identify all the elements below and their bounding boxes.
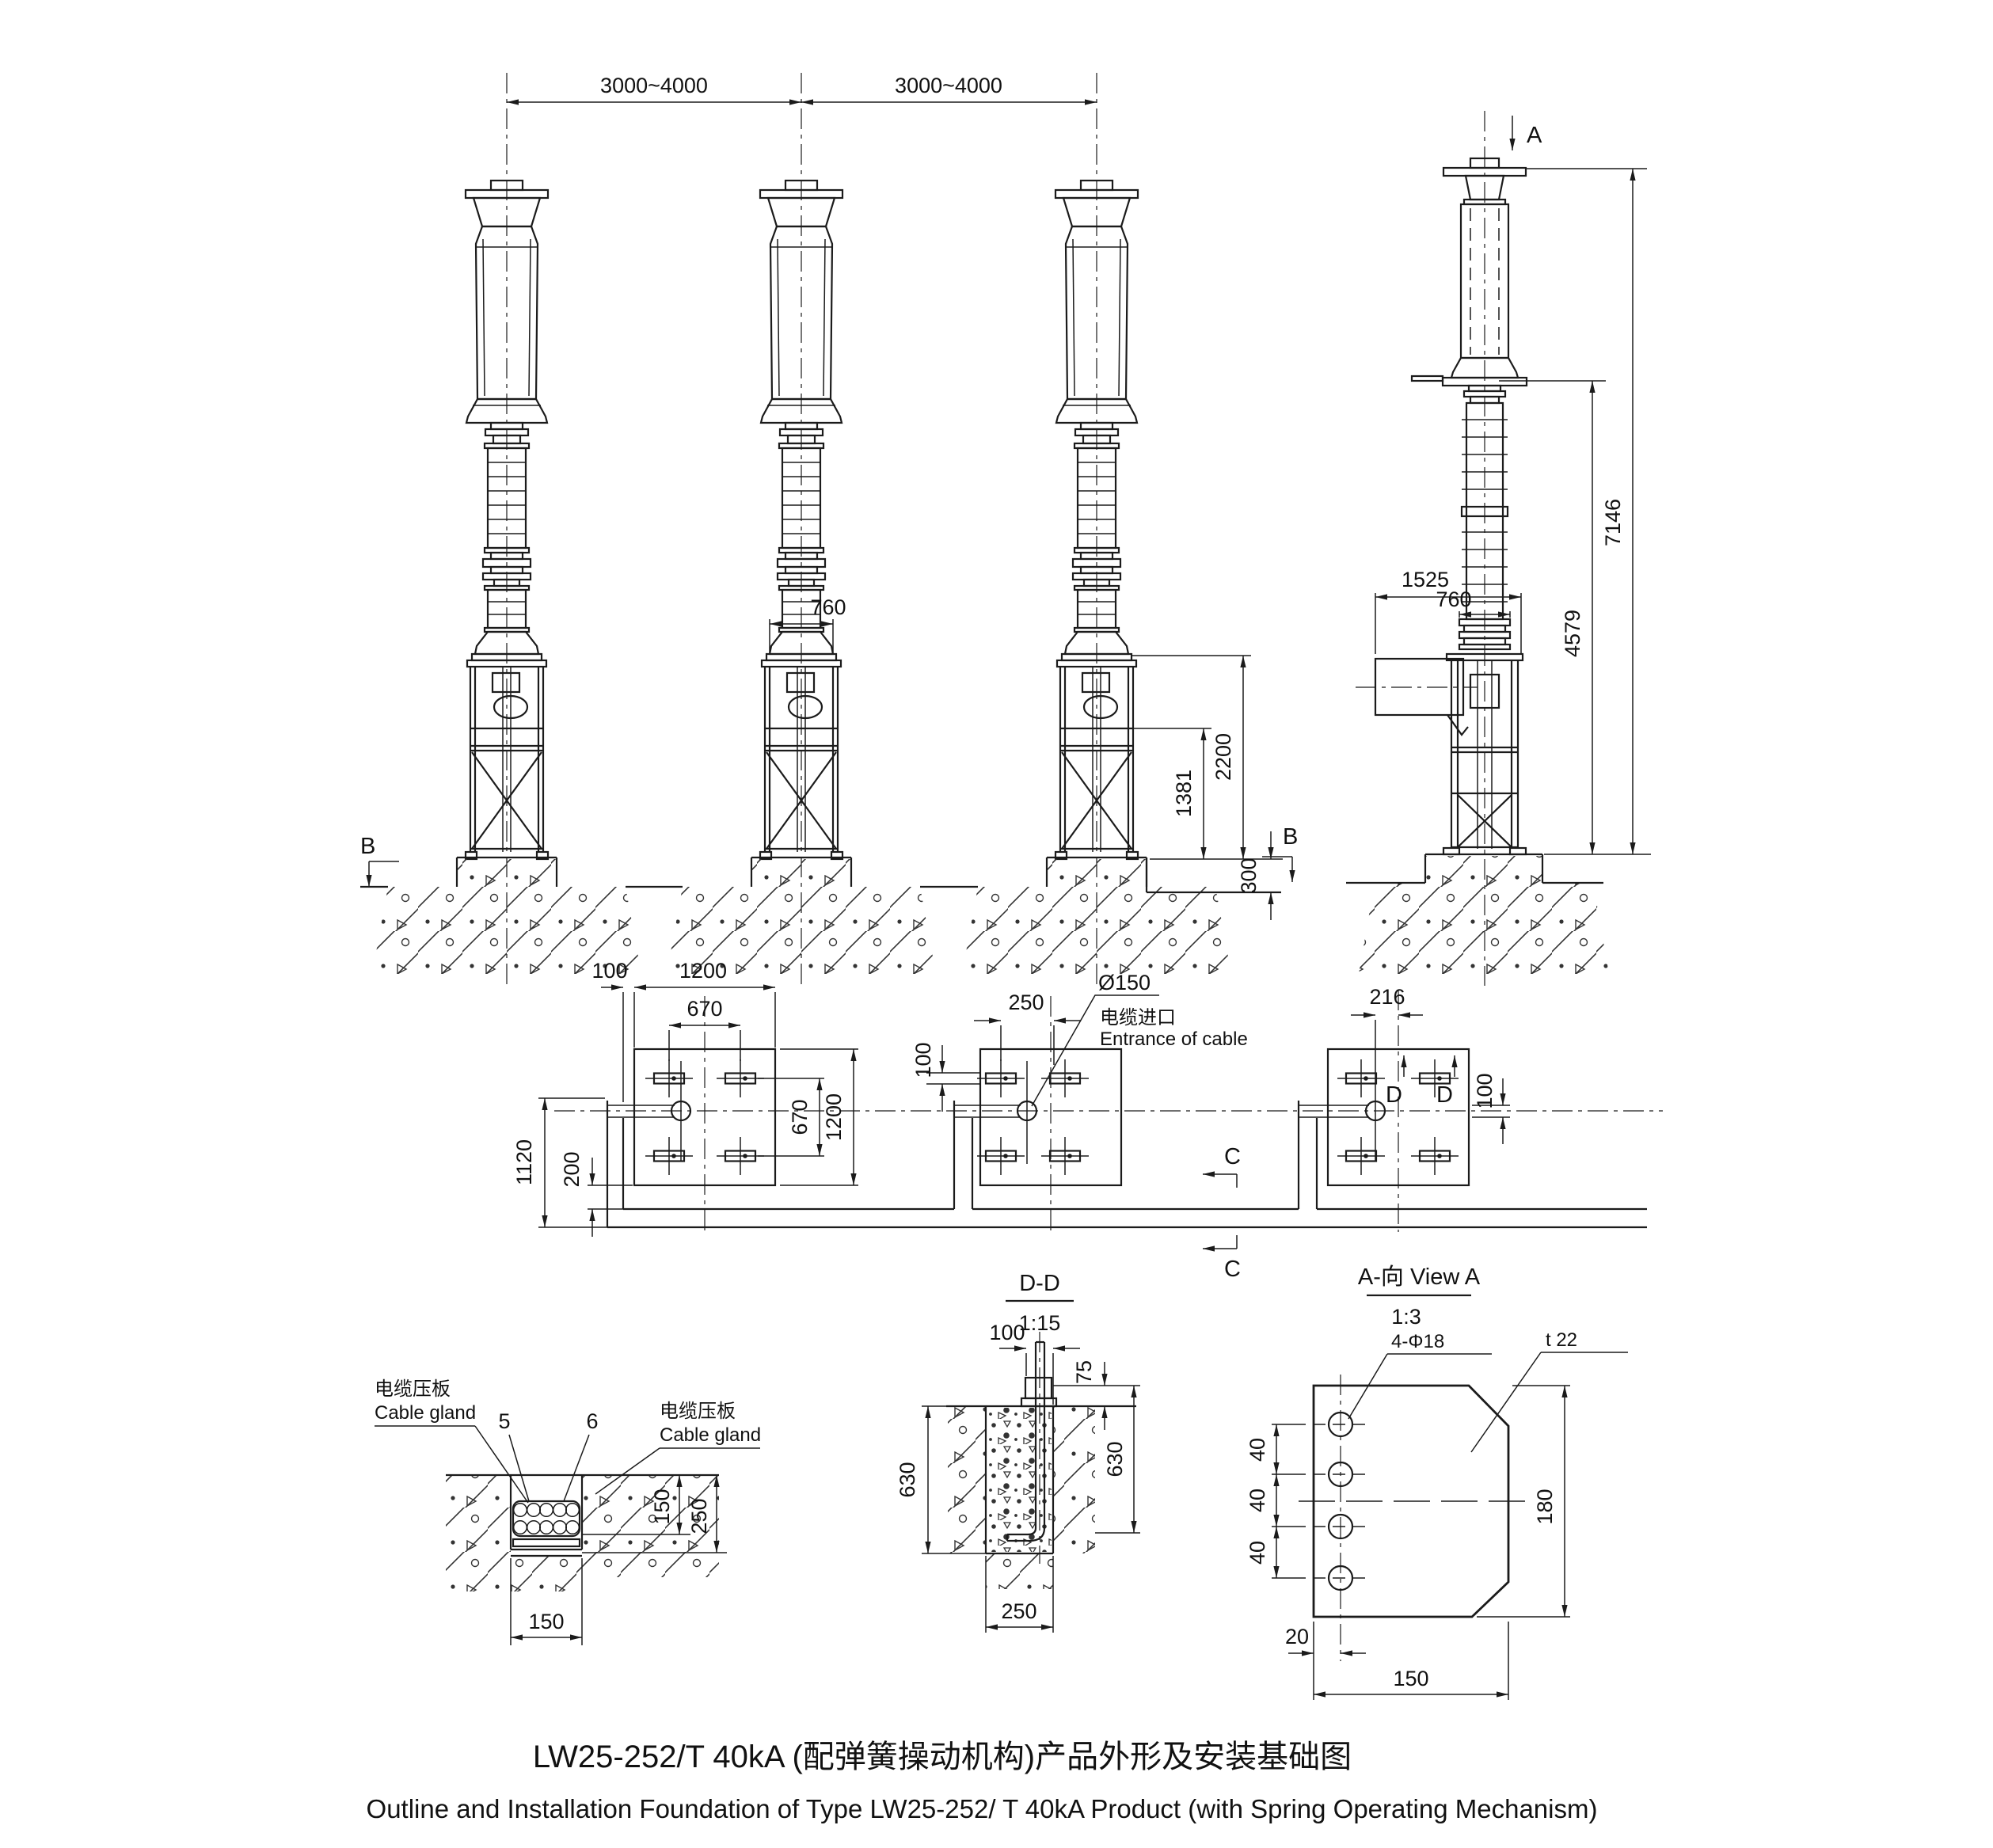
dia-150-label: Ø150 (1098, 971, 1151, 994)
side-view-dims: 1525 760 4579 7146 (1375, 168, 1651, 855)
callout-6: 6 (586, 1409, 598, 1433)
dim-300: 300 (1237, 857, 1261, 893)
dim-2200: 2200 (1211, 733, 1235, 781)
callout-5: 5 (498, 1409, 510, 1433)
view-a-title: A-向 View A (1358, 1264, 1481, 1290)
dim-670-top: 670 (687, 997, 722, 1021)
section-c-top-label: C (1224, 1144, 1241, 1169)
dim-630-left: 630 (896, 1462, 919, 1497)
title-cn: LW25-252/T 40kA (配弹簧操动机构)产品外形及安装基础图 (533, 1740, 1352, 1774)
dim-150-viewa: 150 (1393, 1667, 1428, 1690)
dim-100-mid: 100 (911, 1042, 935, 1078)
dim-1200-top: 1200 (679, 959, 727, 983)
gland-label-en-right: Cable gland (660, 1424, 761, 1446)
dim-180: 180 (1533, 1489, 1557, 1524)
section-dd-detail: D-D 1:15 100 75 630 (896, 1271, 1140, 1633)
dim-75: 75 (1072, 1360, 1096, 1384)
section-d-right-label: D (1436, 1082, 1453, 1108)
dim-1525: 1525 (1402, 568, 1449, 591)
dim-spacing-2: 3000~4000 (895, 74, 1002, 97)
dim-1200-right: 1200 (822, 1093, 846, 1141)
dim-250-plan: 250 (1008, 991, 1044, 1014)
view-a-arrow-label: A (1527, 123, 1542, 148)
dim-4579: 4579 (1561, 610, 1584, 657)
title-en: Outline and Installation Foundation of T… (367, 1794, 1598, 1823)
section-dd-scale: 1:15 (1019, 1311, 1061, 1335)
gland-label-cn-right: 电缆压板 (660, 1401, 736, 1422)
dim-100-dd: 100 (989, 1321, 1025, 1344)
view-a-scale: 1:3 (1391, 1305, 1421, 1329)
dim-40-1: 40 (1246, 1438, 1269, 1462)
dim-20: 20 (1285, 1625, 1309, 1648)
dim-front-760: 760 (769, 595, 846, 652)
section-b-marks: B B (360, 824, 1298, 887)
dim-7146: 7146 (1601, 499, 1625, 546)
dim-100-left: 100 (591, 959, 627, 983)
dim-630-right: 630 (1103, 1441, 1127, 1477)
dim-250-depth: 250 (687, 1498, 711, 1534)
dim-150-depth: 150 (650, 1489, 674, 1524)
dim-150-width: 150 (528, 1610, 564, 1633)
dim-760-front: 760 (810, 595, 846, 619)
dim-1381: 1381 (1172, 770, 1196, 817)
section-b-right-label: B (1283, 824, 1298, 850)
foundation-plan (554, 990, 1663, 1232)
holes-callout: 4-Φ18 (1391, 1331, 1444, 1352)
side-view: A (1346, 111, 1609, 986)
dim-spacing-1: 3000~4000 (600, 74, 708, 97)
gland-label-en-left: Cable gland (375, 1402, 476, 1424)
cable-gland-detail: 电缆压板 Cable gland 电缆压板 Cable gland 5 6 15… (375, 1378, 761, 1645)
dim-40-3: 40 (1246, 1541, 1269, 1565)
dim-1120: 1120 (512, 1139, 536, 1185)
cable-entrance-en: Entrance of cable (1100, 1029, 1248, 1050)
drawing-title: LW25-252/T 40kA (配弹簧操动机构)产品外形及安装基础图 Outl… (367, 1740, 1598, 1823)
dim-front-heights: 2200 1381 300 (1132, 655, 1283, 920)
dim-670-right: 670 (788, 1099, 812, 1135)
section-b-left-label: B (360, 834, 375, 859)
section-dd-title: D-D (1019, 1271, 1060, 1296)
dim-100-right: 100 (1473, 1073, 1497, 1108)
thickness-callout: t 22 (1546, 1329, 1577, 1351)
dim-pole-spacing: 3000~4000 3000~4000 (507, 74, 1097, 105)
dim-250-dd: 250 (1001, 1599, 1036, 1623)
gland-label-cn-left: 电缆压板 (375, 1378, 451, 1400)
section-c-bottom-label: C (1224, 1257, 1241, 1282)
plan-dims: 100 1200 670 670 1200 1120 200 250 Ø150 … (512, 959, 1510, 1282)
dim-200: 200 (560, 1151, 584, 1187)
cable-entrance-cn: 电缆进口 (1100, 1007, 1176, 1029)
section-d-left-label: D (1386, 1082, 1402, 1108)
dim-40-2: 40 (1246, 1489, 1269, 1512)
dim-760-side: 760 (1436, 587, 1471, 611)
view-a-detail: A-向 View A 1:3 4-Φ18 t 22 40 40 40 (1246, 1264, 1628, 1700)
dim-216: 216 (1369, 985, 1405, 1009)
front-view-poles (360, 71, 1281, 987)
